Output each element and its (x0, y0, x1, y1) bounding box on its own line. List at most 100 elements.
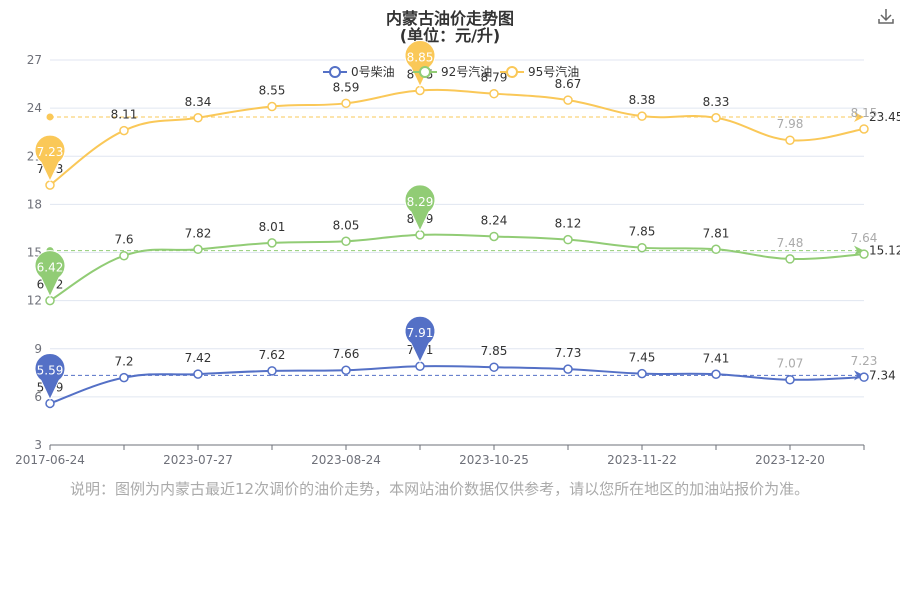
data-point (119, 250, 129, 261)
data-label: 8.33 (703, 95, 730, 109)
data-point (341, 365, 351, 375)
legend-marker (419, 66, 431, 78)
y-tick-label: 12 (27, 294, 42, 308)
data-point (119, 372, 129, 383)
data-point (45, 295, 55, 306)
svg-text:6.42: 6.42 (37, 261, 64, 275)
data-point (489, 88, 499, 99)
data-label: 7.98 (777, 117, 804, 131)
data-label: 7.2 (114, 355, 133, 369)
x-tick-label: 2023-12-20 (755, 453, 825, 467)
data-point (341, 98, 351, 109)
data-point (859, 124, 869, 134)
data-label: 7.73 (555, 346, 582, 360)
data-label: 7.45 (629, 351, 656, 365)
data-point (563, 95, 573, 105)
data-point (119, 125, 129, 136)
data-point (711, 369, 721, 380)
max-marker-pin: 7.91 (404, 315, 436, 364)
data-label: 7.42 (185, 351, 212, 365)
data-point (785, 254, 795, 264)
data-label: 8.11 (111, 108, 138, 122)
legend-entry: 0号柴油 (351, 65, 395, 79)
data-point (711, 113, 721, 123)
average-label: 15.12 (869, 244, 900, 258)
series-line (49, 233, 865, 302)
data-point (341, 236, 351, 247)
svg-text:8.85: 8.85 (407, 50, 434, 64)
data-label: 7.85 (629, 225, 656, 239)
average-label: 23.45 (869, 110, 900, 124)
legend-marker (506, 66, 518, 78)
data-label: 7.23 (851, 354, 878, 368)
data-label: 8.59 (333, 80, 360, 94)
svg-text:7.23: 7.23 (37, 145, 64, 159)
data-label: 7.6 (114, 233, 133, 247)
data-label: 7.66 (333, 347, 360, 361)
x-tick-label: 2023-08-24 (311, 453, 381, 467)
legend-marker (329, 66, 341, 78)
data-point (415, 361, 425, 371)
series-line (49, 88, 865, 186)
data-point (637, 111, 647, 121)
average-line-arrow (854, 245, 864, 256)
data-label: 8.67 (555, 77, 582, 91)
svg-text:7.91: 7.91 (407, 326, 434, 340)
max-marker-pin: 8.85 (404, 39, 436, 88)
data-label: 7.62 (259, 348, 286, 362)
y-tick-label: 24 (27, 101, 42, 115)
data-point (415, 85, 425, 96)
data-label: 7.07 (777, 357, 804, 371)
chart-note: 说明：图例为内蒙古最近12次调价的油价走势，本网站油价数据仅供参考，请以您所在地… (70, 480, 810, 498)
data-label: 8.55 (259, 84, 286, 98)
data-point (415, 230, 425, 240)
min-marker-pin: 7.23 (34, 134, 66, 183)
min-marker-pin: 6.42 (34, 250, 66, 298)
data-point (859, 249, 869, 259)
data-point (711, 244, 721, 255)
data-label: 8.12 (555, 217, 582, 231)
x-tick-label: 2023-11-22 (607, 453, 677, 467)
x-tick-label: 2023-10-25 (459, 453, 529, 467)
average-line-arrow (854, 111, 864, 122)
max-marker-pin: 8.29 (404, 184, 436, 233)
data-point (45, 180, 55, 190)
data-label: 7.48 (777, 236, 804, 250)
y-tick-label: 27 (27, 53, 42, 67)
min-marker-pin: 5.59 (34, 352, 66, 401)
average-line-start (46, 113, 54, 121)
data-point (193, 244, 203, 255)
data-label: 8.38 (629, 93, 656, 107)
data-point (859, 372, 869, 382)
y-tick-label: 9 (34, 342, 42, 356)
data-point (45, 398, 55, 409)
data-point (563, 364, 573, 374)
data-point (637, 368, 647, 379)
svg-text:5.59: 5.59 (37, 363, 64, 377)
y-tick-label: 18 (27, 197, 42, 211)
chart-title: 内蒙古油价走势图 (385, 9, 514, 28)
data-point (193, 369, 203, 379)
svg-text:8.29: 8.29 (407, 195, 434, 209)
data-label: 8.05 (333, 218, 360, 232)
data-label: 8.01 (259, 220, 286, 234)
data-label: 8.34 (185, 95, 212, 109)
data-point (267, 366, 277, 376)
chart-subtitle: (单位：元/升) (399, 26, 501, 45)
data-point (489, 362, 499, 372)
data-point (563, 234, 573, 245)
data-point (267, 238, 277, 248)
data-point (785, 374, 795, 385)
legend-entry: 95号汽油 (528, 64, 579, 79)
data-label: 8.79 (481, 71, 508, 85)
average-label: 7.34 (869, 368, 896, 382)
series-line (49, 365, 865, 405)
data-label: 8.15 (851, 106, 878, 120)
data-point (785, 135, 795, 145)
data-label: 7.81 (703, 226, 730, 240)
data-label: 8.24 (481, 213, 508, 227)
download-icon[interactable] (876, 6, 896, 26)
data-label: 7.82 (185, 226, 212, 240)
data-label: 7.85 (481, 344, 508, 358)
